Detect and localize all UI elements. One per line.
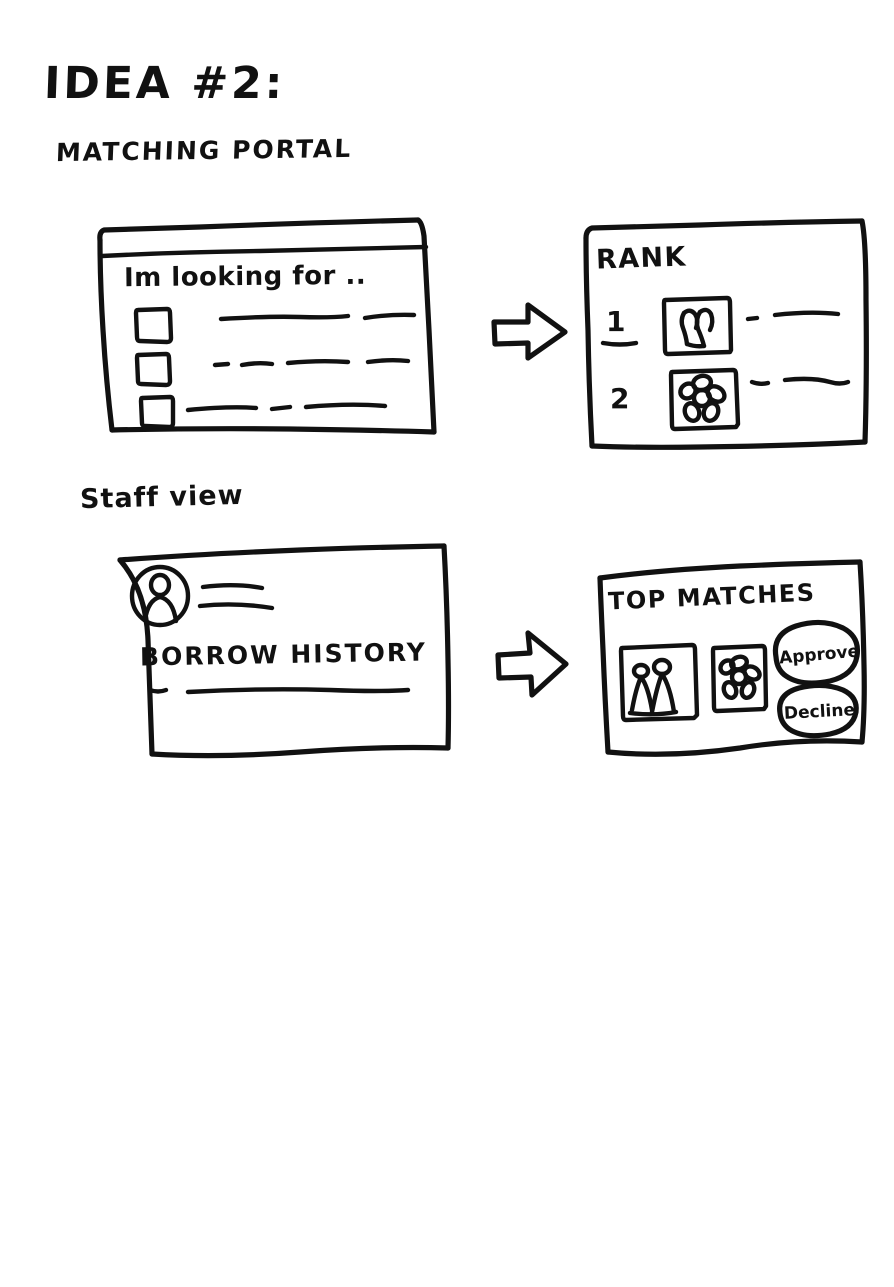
placeholder-dash-2a — [212, 361, 231, 368]
seeker-form-heading: Im looking for .. — [123, 260, 367, 294]
decline-button-label[interactable]: Decline — [783, 700, 856, 724]
profile-line-1 — [200, 583, 265, 591]
checkbox-icon-1 — [133, 306, 174, 345]
rank-1-underline — [600, 340, 639, 347]
panel-seeker-form — [97, 217, 437, 435]
checkbox-row-2[interactable] — [134, 351, 411, 388]
checkbox-icon-2 — [134, 351, 173, 388]
arrow-form-to-rank — [491, 302, 568, 361]
placeholder-dash-3a — [185, 405, 259, 413]
approve-button-label[interactable]: Approve — [778, 641, 860, 669]
placeholder-dash-2b — [239, 361, 275, 368]
borrow-history-heading: BORROW HISTORY — [139, 637, 428, 672]
match-thumbnail-1[interactable] — [618, 642, 700, 723]
rank-1-label-line — [772, 310, 841, 318]
placeholder-dash-2d — [365, 358, 411, 365]
checkbox-row-3[interactable] — [138, 394, 388, 430]
person-avatar-icon — [129, 564, 191, 628]
placeholder-dash-3c — [303, 402, 388, 410]
arrow-profile-to-matches — [495, 630, 569, 698]
page-title: IDEA #2: — [43, 58, 287, 109]
rank-results-heading: RANK — [595, 241, 688, 276]
rank-2-thumbnail[interactable] — [668, 367, 741, 432]
staff-view-label: Staff view — [79, 479, 244, 516]
borrow-history-dash — [147, 687, 169, 694]
page-subtitle: MATCHING PORTAL — [55, 133, 353, 168]
seeker-form-title-bar — [99, 244, 429, 259]
rank-2-label-dash — [749, 379, 771, 386]
placeholder-dash-2c — [285, 359, 351, 366]
borrow-history-line — [185, 687, 411, 695]
rank-1-label-dash — [745, 315, 760, 322]
placeholder-line-1a — [218, 313, 351, 322]
rank-2-label-line — [782, 376, 851, 386]
placeholder-line-1b — [362, 312, 417, 321]
top-matches-heading: TOP MATCHES — [607, 578, 817, 616]
rank-1-thumbnail[interactable] — [661, 295, 734, 357]
checkbox-row-1[interactable] — [133, 306, 417, 345]
rank-number-2: 2 — [610, 382, 630, 415]
rank-number-1: 1 — [606, 305, 626, 338]
match-thumbnail-2[interactable] — [710, 643, 769, 714]
profile-line-2 — [197, 602, 275, 611]
placeholder-dash-3b — [269, 404, 293, 412]
checkbox-icon-3 — [138, 394, 176, 430]
